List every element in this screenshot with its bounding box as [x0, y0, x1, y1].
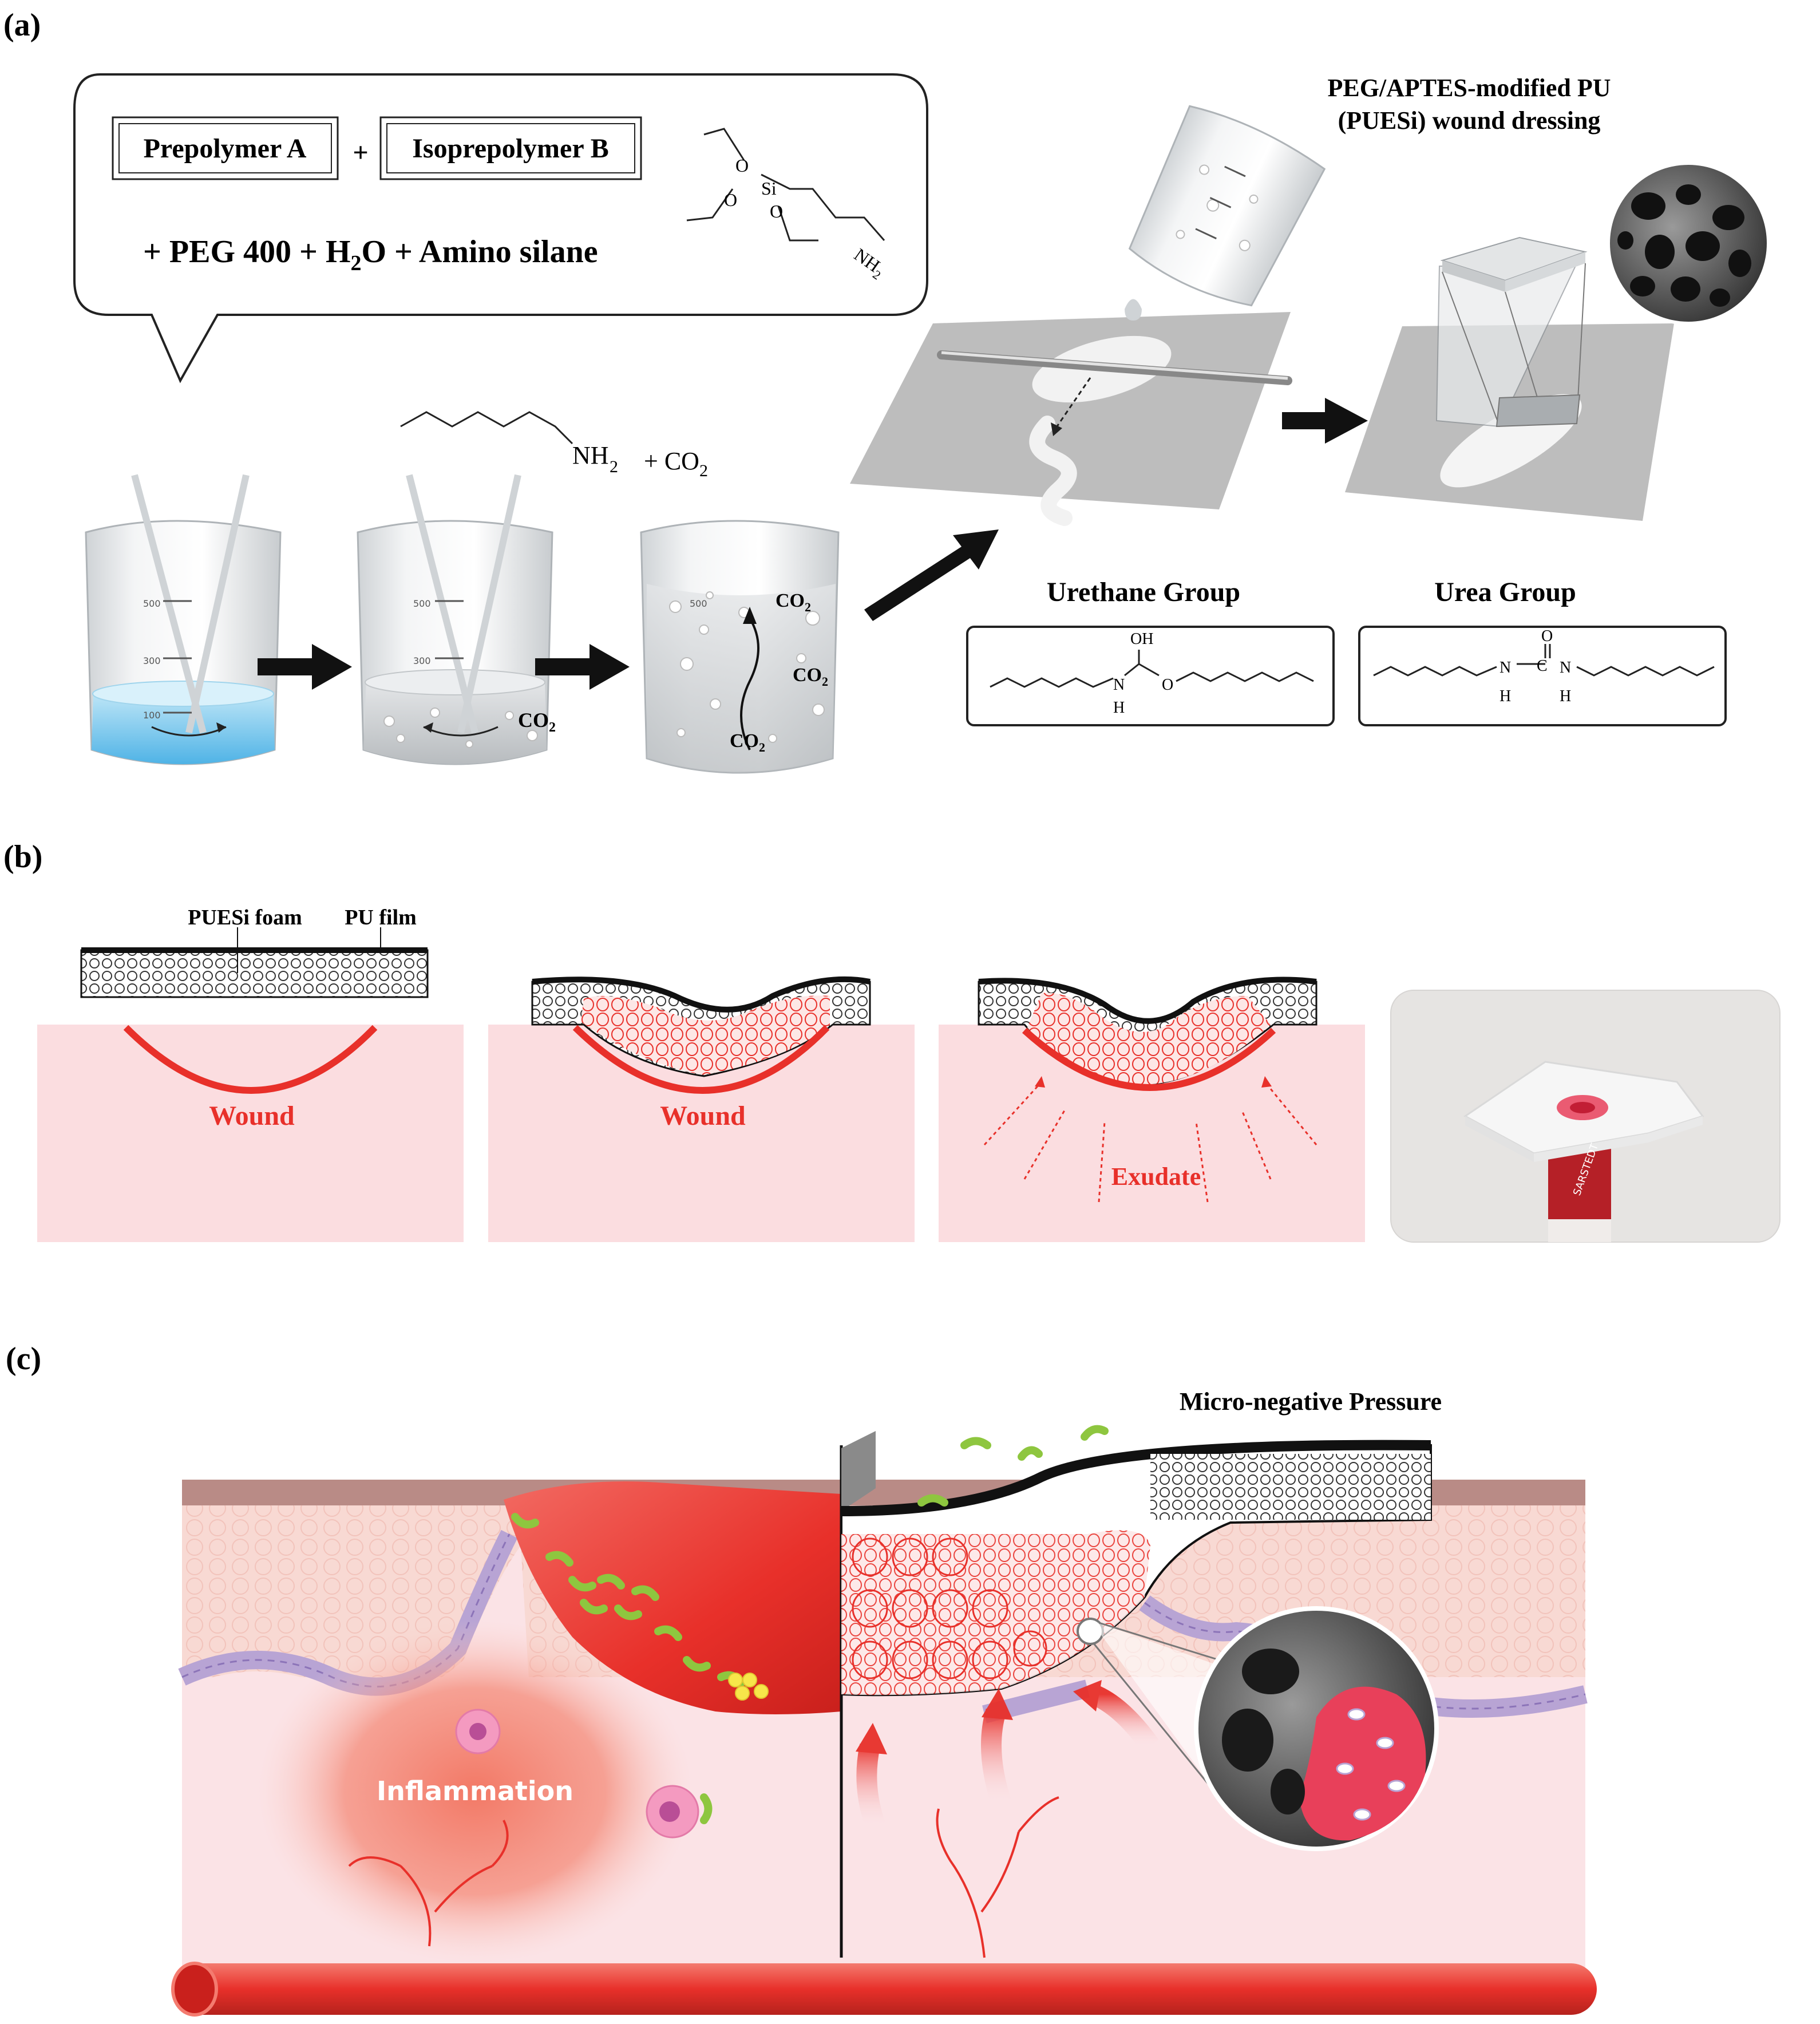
- svg-text:H: H: [1113, 699, 1125, 717]
- svg-text:NH: NH: [572, 441, 609, 469]
- isoprepolymer-b-label: Isoprepolymer B: [412, 133, 609, 164]
- svg-text:N: N: [1560, 659, 1571, 677]
- aptes-structure: [686, 128, 885, 242]
- beaker-2: CO2 500 300: [357, 474, 556, 765]
- pressure-title: Micro-negative Pressure: [1180, 1387, 1442, 1416]
- skin-cross-section: [171, 1425, 1597, 2017]
- inflammation-label: Inflammation: [377, 1776, 573, 1806]
- svg-text:+ CO2: + CO2: [644, 447, 708, 480]
- urea-structure-box: O N C N H H: [1358, 626, 1727, 726]
- beaker-1: 500 300 100: [85, 474, 282, 765]
- panel-b-label: (b): [3, 839, 42, 875]
- zoom-inset: [1077, 1606, 1439, 1851]
- macrophage: [646, 1785, 713, 1839]
- svg-text:2: 2: [610, 457, 618, 476]
- aptes-o3: O: [770, 201, 783, 222]
- dressing-photo: SARSTEDT: [1390, 990, 1781, 1243]
- immune-cell: [455, 1709, 501, 1754]
- hexylamine-structure: NH 2 + CO2: [400, 411, 708, 480]
- reagents-line: + PEG 400 + H2O + Amino silane: [143, 234, 598, 275]
- svg-text:O: O: [1162, 676, 1173, 694]
- panel-a-label: (a): [3, 7, 41, 43]
- svg-text:OH: OH: [1130, 630, 1153, 648]
- svg-text:C: C: [1537, 657, 1548, 675]
- urethane-structure-box: OH N H O: [966, 626, 1335, 726]
- panel-c-label: (c): [6, 1341, 41, 1377]
- plus-sign: +: [353, 137, 368, 168]
- svg-text:N: N: [1499, 659, 1511, 677]
- arrow-3: [864, 529, 999, 621]
- svg-text:CO2: CO2: [776, 590, 811, 614]
- cutting-sheet: [1345, 236, 1674, 521]
- film-label: PU film: [345, 906, 417, 930]
- svg-text:N: N: [1113, 676, 1125, 694]
- svg-text:CO2: CO2: [793, 665, 828, 689]
- isoprepolymer-b-box: [379, 116, 642, 180]
- arrow-1: [258, 644, 352, 690]
- wound-stage-2: [488, 976, 915, 1242]
- aptes-si: Si: [761, 178, 777, 199]
- svg-text:CO2: CO2: [730, 730, 765, 754]
- product-title-2: (PUESi) wound dressing: [1338, 106, 1601, 135]
- wound-label-2: Wound: [660, 1101, 746, 1131]
- arrow-4: [1282, 398, 1368, 444]
- urea-title: Urea Group: [1434, 577, 1576, 607]
- foam-label: PUESi foam: [188, 906, 302, 930]
- prepolymer-a-box: [112, 116, 339, 180]
- svg-text:300: 300: [143, 655, 161, 666]
- svg-text:H: H: [1499, 687, 1511, 705]
- wound-stage-1: [37, 927, 464, 1242]
- svg-text:500: 500: [690, 598, 707, 609]
- urethane-title: Urethane Group: [1047, 577, 1240, 607]
- aptes-o1: O: [735, 155, 749, 176]
- aptes-o2: O: [724, 189, 737, 210]
- sem-micrograph-inset: [1607, 161, 1770, 325]
- reagent-callout: Prepolymer A + Isoprepolymer B + PEG 400…: [73, 73, 928, 384]
- svg-text:500: 500: [143, 598, 161, 609]
- svg-text:500: 500: [413, 598, 431, 609]
- svg-text:300: 300: [413, 655, 431, 666]
- wound-label-1: Wound: [209, 1101, 295, 1131]
- product-title-1: PEG/APTES-modified PU: [1327, 74, 1611, 102]
- arrow-2: [535, 644, 630, 690]
- prepolymer-a-label: Prepolymer A: [144, 133, 307, 164]
- exudate-label: Exudate: [1111, 1163, 1201, 1191]
- wound-stage-3: [939, 977, 1365, 1242]
- svg-text:100: 100: [143, 710, 161, 721]
- svg-text:CO2: CO2: [518, 709, 556, 735]
- beaker-3: CO2 CO2 CO2 500: [640, 520, 840, 774]
- svg-text:H: H: [1560, 687, 1571, 705]
- svg-text:O: O: [1541, 627, 1553, 645]
- casting-sheet: [850, 105, 1326, 526]
